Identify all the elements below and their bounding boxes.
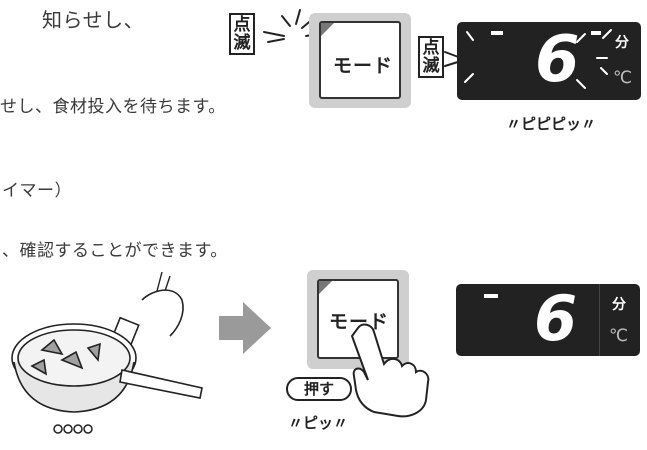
lcd-digit: 6 [534, 282, 578, 355]
instruction-line-4: 、確認することができます。 [2, 241, 228, 261]
burner-icon [53, 424, 93, 434]
mode-button-label: モード [333, 55, 394, 77]
led-indicator-icon [321, 23, 334, 36]
lcd-display-blinking: 6 分 ℃ [457, 22, 641, 100]
led-indicator-icon [319, 281, 332, 294]
lcd-segment-icon [484, 284, 600, 356]
press-text: 押す [303, 380, 334, 398]
sound-mark-right: 〃 [333, 414, 349, 432]
instruction-line-1: 知らせし、 [42, 8, 145, 32]
sound-mark-left: 〃 [506, 115, 522, 133]
lcd-unit-celsius: ℃ [613, 68, 633, 88]
blink-tag-text: 点 滅 [233, 15, 251, 53]
sound-mark-left: 〃 [288, 414, 304, 432]
lcd-unit-celsius: ℃ [609, 326, 629, 346]
beep-text: ピピピッ [521, 115, 582, 133]
lcd-display: 6 分 ℃ [456, 284, 640, 356]
frying-pan-icon [11, 271, 203, 413]
beep-sound-top: 〃ピピピッ〃 [506, 113, 596, 134]
arrow-right-icon [219, 302, 271, 354]
blink-tag-display: 点 滅 [418, 36, 444, 78]
hand-icon [350, 323, 430, 418]
instruction-line-3: イマー） [2, 181, 72, 201]
sound-mark-right: 〃 [581, 115, 597, 133]
beep-text: ピッ [303, 414, 334, 432]
mode-button[interactable]: モード [319, 21, 401, 99]
press-label: 押す [286, 377, 352, 401]
mode-button-label: モード [329, 311, 390, 333]
blink-tag-button: 点 滅 [229, 13, 255, 55]
blink-rays-icon [464, 29, 612, 89]
blink-tag-text: 点 滅 [422, 38, 440, 76]
mode-button-frame[interactable]: モード [309, 13, 411, 108]
lcd-digit: 6 [535, 23, 580, 97]
instruction-line-2: せし、食材投入を待ちます。 [0, 97, 226, 117]
lcd-unit-minutes: 分 [615, 35, 629, 51]
lcd-unit-minutes: 分 [612, 297, 626, 313]
beep-sound-bottom: 〃ピッ〃 [288, 412, 348, 433]
